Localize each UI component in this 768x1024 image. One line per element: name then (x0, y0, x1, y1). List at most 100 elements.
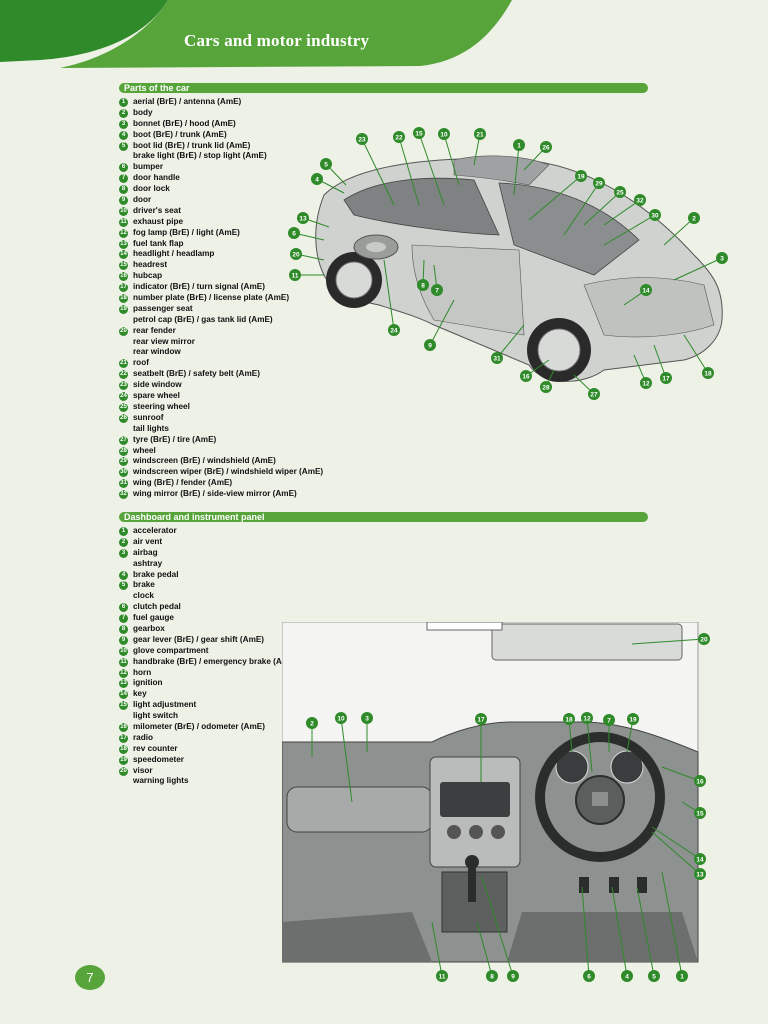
term-number-badge: 13 (119, 679, 128, 689)
term-text: aerial (BrE) / antenna (AmE) (133, 97, 242, 106)
car-callout-12: 12 (640, 377, 652, 389)
callout-number: 1 (517, 142, 521, 149)
term-number-badge: 11 (119, 217, 128, 227)
car-callout-4: 4 (311, 173, 323, 185)
callout-number: 6 (292, 230, 296, 237)
term-text: bonnet (BrE) / hood (AmE) (133, 118, 236, 128)
callout-number: 9 (428, 342, 432, 349)
term-text: brake pedal (133, 569, 179, 579)
term-text: radio (133, 732, 154, 742)
term-text: number plate (BrE) / license plate (AmE) (133, 293, 290, 303)
term-text: gear lever (BrE) / gear shift (AmE) (133, 634, 265, 644)
section-title: Dashboard and instrument panel (124, 512, 265, 522)
callout-badge-circle (388, 324, 400, 336)
term-number-badge: 7 (119, 174, 128, 184)
callout-number: 8 (421, 282, 425, 289)
term-item: petrol cap (BrE) / gas tank lid (AmE) (119, 315, 323, 326)
callout-number: 14 (642, 287, 650, 294)
callout-number: 8 (490, 973, 494, 980)
car-leader-line (528, 175, 582, 221)
car-spare-wheel (353, 234, 399, 260)
term-number-badge: 11 (119, 657, 128, 667)
callout-badge-circle (393, 131, 405, 143)
callout-number: 17 (662, 375, 670, 382)
callout-badge-circle (694, 868, 706, 880)
dash-callout-8: 8 (486, 970, 498, 982)
term-item: tail lights (119, 424, 323, 435)
dash-leader-line (661, 871, 683, 977)
term-number-badge: 16 (119, 272, 128, 282)
term-number-badge: 17 (119, 283, 128, 293)
car-leader-line (443, 133, 460, 186)
callout-number: 7 (435, 287, 439, 294)
callout-badge-circle (621, 970, 633, 982)
car-callout-6: 6 (288, 227, 300, 239)
dash-callout-20: 20 (698, 633, 710, 645)
term-number-badge: 30 (119, 468, 128, 478)
callout-number: 1 (680, 973, 684, 980)
term-number-badge: 1 (119, 527, 128, 536)
car-callout-30: 30 (649, 209, 661, 221)
term-text: fuel tank flap (133, 238, 184, 248)
term-number-badge: 5 (119, 141, 128, 151)
callout-badge-circle (660, 372, 672, 384)
callout-badge-circle (424, 339, 436, 351)
callout-number: 28 (542, 384, 550, 391)
term-item: 9 door (119, 195, 323, 206)
term-text: brake light (BrE) / stop light (AmE) (133, 151, 267, 161)
car-rear-wheel (326, 252, 382, 308)
term-number-badge: 9 (119, 196, 128, 206)
dash-leader-line (651, 831, 701, 875)
callout-badge-circle (648, 970, 660, 982)
car-callout-21: 21 (474, 128, 486, 140)
term-text: visor (133, 765, 153, 775)
car-callout-13: 13 (297, 212, 309, 224)
dash-leader-line (476, 921, 493, 977)
car-leader-line (398, 136, 420, 206)
callout-number: 14 (696, 856, 704, 863)
term-number-badge: 21 (119, 359, 128, 369)
term-number-badge: 12 (119, 228, 128, 238)
callout-number: 26 (542, 144, 550, 151)
car-leader-line (496, 324, 525, 359)
callout-number: 27 (590, 391, 598, 398)
car-front-wheel (527, 318, 591, 382)
callout-badge-circle (289, 269, 301, 281)
term-text: gearbox (133, 624, 165, 634)
car-callout-32: 32 (634, 194, 646, 206)
term-text: passenger seat (133, 303, 193, 313)
car-callout-11: 11 (289, 269, 301, 281)
callout-badge-circle (698, 633, 710, 645)
callout-number: 12 (583, 715, 591, 722)
term-text: glove compartment (133, 645, 209, 655)
term-number-badge: 26 (119, 413, 128, 423)
term-number-badge: 29 (119, 457, 128, 467)
car-callout-10: 10 (438, 128, 450, 140)
term-number-badge: 28 (119, 446, 128, 456)
term-text: horn (133, 667, 152, 677)
term-number-badge: 16 (119, 723, 128, 733)
callout-number: 10 (337, 715, 345, 722)
term-number-badge: 32 (119, 490, 128, 500)
page-title: Cars and motor industry (184, 31, 370, 50)
term-text: door handle (133, 173, 180, 183)
term-number-badge: 31 (119, 479, 128, 489)
term-text: door (133, 195, 152, 205)
dash-callout-10: 10 (335, 712, 347, 724)
callout-badge-circle (297, 212, 309, 224)
section-bar-dashboard: Dashboard and instrument panel (119, 512, 648, 522)
